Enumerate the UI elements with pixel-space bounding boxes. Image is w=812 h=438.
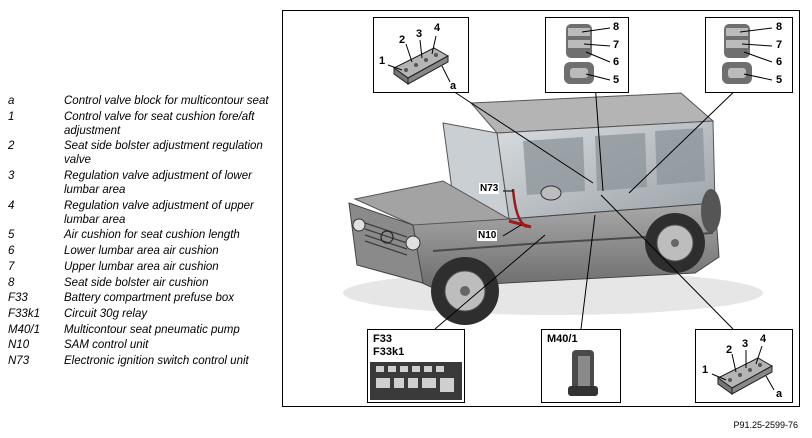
callout-6: 6 — [776, 56, 783, 68]
callout-7: 7 — [613, 39, 620, 51]
inset-valve-block-top: 1 2 3 4 a — [373, 17, 469, 93]
legend-text: Lower lumbar area air cushion — [64, 245, 219, 258]
legend-text: Multicontour seat pneumatic pump — [64, 323, 240, 336]
inset-seat-cushions-right: 8 7 6 5 — [705, 17, 793, 93]
legend-row: 3 Regulation valve adjustment of lower lu… — [8, 169, 270, 197]
callout-5: 5 — [776, 74, 783, 86]
valve-block-icon — [711, 345, 775, 395]
legend-text: Control valve block for multicontour sea… — [64, 95, 269, 107]
legend-key: 2 — [8, 140, 15, 153]
seat-cushion-icon — [722, 24, 773, 84]
legend-row: 6 Lower lumbar area air cushion — [8, 244, 270, 258]
legend-key: N10 — [8, 339, 30, 352]
seat-cushion-icon — [564, 24, 611, 84]
legend-key: 5 — [8, 229, 15, 242]
legend-key: F33 — [8, 292, 28, 305]
legend-text: Seat side bolster adjustment regulation … — [64, 140, 263, 167]
legend-row: a Control valve block for multicontour se… — [8, 94, 270, 108]
legend-row: F33 Battery compartment prefuse box — [8, 291, 270, 305]
legend-row: 7 Upper lumbar area air cushion — [8, 260, 270, 274]
legend-text: SAM control unit — [64, 339, 149, 352]
legend-key: F33k1 — [8, 307, 40, 320]
legend-row: 2 Seat side bolster adjustment regulation… — [8, 139, 270, 167]
legend-row: 8 Seat side bolster air cushion — [8, 276, 270, 290]
inset-seat-cushions-left: 8 7 6 5 — [545, 17, 629, 93]
legend-key: 1 — [8, 110, 15, 123]
label-m40-1: M40/1 — [546, 333, 579, 345]
callout-1: 1 — [702, 364, 709, 376]
figure-reference: P91.25-2599-76 — [733, 420, 798, 430]
callout-2: 2 — [399, 34, 406, 46]
label-f33k1: F33k1 — [372, 346, 406, 358]
legend-row: 1 Control valve for seat cushion fore/aft… — [8, 110, 270, 138]
valve-block-icon — [387, 35, 451, 85]
callout-4: 4 — [760, 333, 767, 345]
legend-row: 5 Air cushion for seat cushion length — [8, 228, 270, 242]
legend-key: N73 — [8, 354, 30, 367]
legend-key: 7 — [8, 260, 15, 273]
legend-row: N73 Electronic ignition switch control un… — [8, 354, 270, 368]
legend-text: Regulation valve adjustment of upper lum… — [64, 199, 254, 226]
legend-row: F33k1 Circuit 30g relay — [8, 307, 270, 321]
legend-key: M40/1 — [8, 323, 40, 336]
inset-pneumatic-pump: M40/1 — [541, 329, 621, 403]
legend-text: Electronic ignition switch control unit — [64, 354, 249, 367]
inset-valve-block-bottom: 1 2 3 4 a — [695, 329, 793, 403]
legend-text: Upper lumbar area air cushion — [64, 260, 219, 273]
callout-8: 8 — [776, 21, 783, 33]
legend-text: Seat side bolster air cushion — [64, 276, 209, 289]
legend-key: 8 — [8, 276, 15, 289]
label-f33: F33 — [372, 333, 393, 345]
callout-7: 7 — [776, 39, 783, 51]
legend-text: Control valve for seat cushion fore/aft … — [64, 110, 255, 137]
fuse-box-icon — [370, 362, 462, 400]
callout-4: 4 — [434, 22, 441, 34]
callout-3: 3 — [416, 28, 423, 40]
callout-6: 6 — [613, 56, 620, 68]
legend-text: Air cushion for seat cushion length — [64, 229, 240, 242]
callout-8: 8 — [613, 21, 620, 33]
legend-key: 4 — [8, 199, 15, 212]
callout-a: a — [776, 388, 783, 400]
callout-2: 2 — [726, 344, 733, 356]
callout-3: 3 — [742, 338, 749, 350]
callout-a: a — [450, 80, 457, 92]
callout-5: 5 — [613, 74, 620, 86]
legend-row: 4 Regulation valve adjustment of upper lu… — [8, 199, 270, 227]
legend-text: Regulation valve adjustment of lower lum… — [64, 170, 252, 197]
label-n10: N10 — [477, 230, 498, 241]
callout-1: 1 — [379, 55, 386, 67]
vehicle-illustration — [343, 82, 763, 330]
legend-text: Battery compartment prefuse box — [64, 292, 235, 305]
inset-prefuse-box: F33 F33k1 — [367, 329, 465, 403]
pump-icon — [568, 350, 598, 396]
legend: a Control valve block for multicontour se… — [8, 94, 270, 370]
legend-key: a — [8, 95, 15, 107]
label-n73: N73 — [479, 183, 500, 194]
legend-row: N10 SAM control unit — [8, 338, 270, 352]
legend-key: 6 — [8, 245, 15, 258]
diagram-frame: N73 N10 1 2 3 4 a — [282, 10, 800, 407]
legend-text: Circuit 30g relay — [64, 307, 148, 320]
legend-key: 3 — [8, 170, 15, 183]
legend-row: M40/1 Multicontour seat pneumatic pump — [8, 323, 270, 337]
